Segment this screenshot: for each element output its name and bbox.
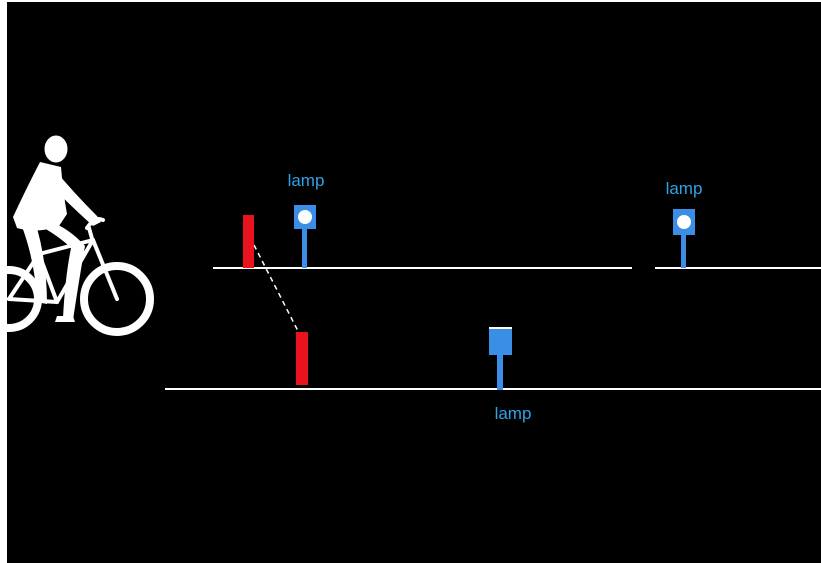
rider-foot [55,316,75,322]
diagram-canvas: lamp lamp lamp [7,135,821,423]
lamp-head [489,328,512,355]
lamp-icon [294,205,316,268]
lamp-pole [302,228,307,268]
cyclist-silhouette-icon [7,135,154,336]
lamp-label-upper-left: lamp [288,171,325,190]
rider-arm [51,170,101,226]
dashed-link-line [253,244,300,334]
lamp-pole [681,234,686,268]
rider-torso [13,162,67,231]
rider-leg-back [21,224,47,304]
red-post-lower [296,332,308,385]
lamp-light [298,210,312,224]
red-post-upper [243,215,254,268]
diagram-scene: lamp lamp lamp [7,2,821,563]
rider-head [44,135,68,163]
lamp-icon [489,327,512,390]
lamp-cap [489,327,512,329]
bicycle-front-wheel [80,262,154,336]
lamp-label-upper-right: lamp [666,179,703,198]
lamp-light [677,215,691,229]
lamp-label-lower: lamp [495,404,532,423]
lamp-pole [497,354,503,390]
rider-leg-front [37,220,85,320]
lamp-icon [673,209,695,268]
